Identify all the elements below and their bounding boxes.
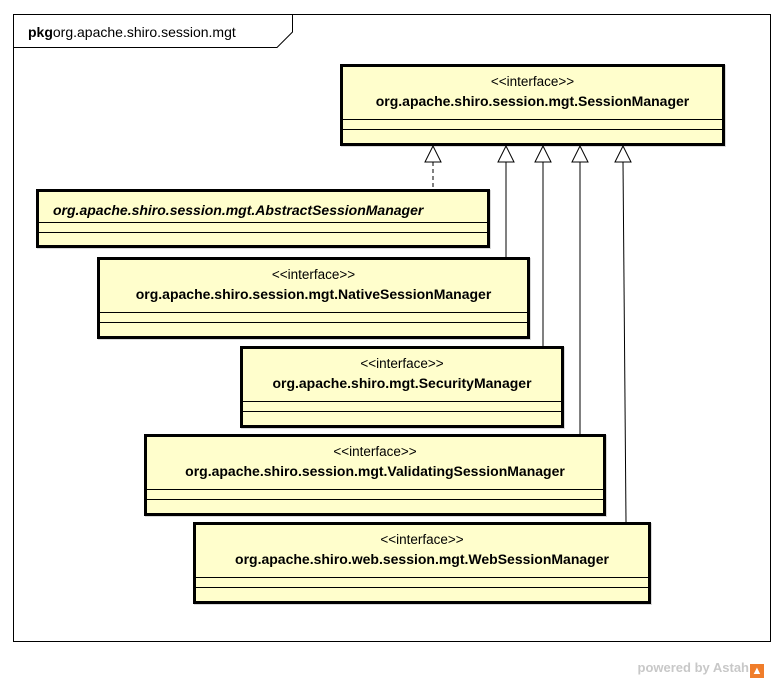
class-name: org.apache.shiro.mgt.SecurityManager <box>272 375 532 391</box>
generalization-arrowhead-native <box>497 144 515 163</box>
class-validating-session-manager[interactable]: <<interface>> org.apache.shiro.session.m… <box>144 434 606 516</box>
package-frame-tab <box>13 14 293 48</box>
operations-compartment <box>147 499 603 500</box>
class-stereotype: <<interface>> <box>380 532 464 547</box>
package-name: org.apache.shiro.session.mgt <box>52 24 236 40</box>
class-session-manager[interactable]: <<interface>> org.apache.shiro.session.m… <box>340 64 725 146</box>
package-label: pkgorg.apache.shiro.session.mgt <box>28 24 236 40</box>
attributes-compartment <box>196 577 648 578</box>
astah-logo-icon: ▲ <box>750 664 764 678</box>
footer-text: powered by Astah <box>637 660 749 675</box>
class-security-manager[interactable]: <<interface>> org.apache.shiro.mgt.Secur… <box>240 346 564 428</box>
package-frame <box>13 14 771 642</box>
class-stereotype: <<interface>> <box>271 267 356 282</box>
class-name: org.apache.shiro.web.session.mgt.WebSess… <box>235 551 609 567</box>
class-stereotype: <<interface>> <box>490 74 575 89</box>
class-name: org.apache.shiro.session.mgt.ValidatingS… <box>185 463 565 479</box>
class-name: org.apache.shiro.session.mgt.SessionMana… <box>375 93 690 109</box>
operations-compartment <box>243 411 561 412</box>
operations-compartment <box>343 129 722 130</box>
powered-by-footer: powered by Astah▲ <box>638 660 764 678</box>
class-abstract-session-manager[interactable]: org.apache.shiro.session.mgt.AbstractSes… <box>36 189 490 248</box>
attributes-compartment <box>147 489 603 490</box>
class-stereotype: <<interface>> <box>333 444 417 459</box>
package-keyword: pkg <box>28 24 53 40</box>
operations-compartment <box>196 587 648 588</box>
class-name: org.apache.shiro.session.mgt.AbstractSes… <box>53 202 424 218</box>
class-stereotype: <<interface>> <box>360 356 444 371</box>
operations-compartment <box>100 322 527 323</box>
attributes-compartment <box>100 312 527 313</box>
class-native-session-manager[interactable]: <<interface>> org.apache.shiro.session.m… <box>97 257 530 339</box>
class-web-session-manager[interactable]: <<interface>> org.apache.shiro.web.sessi… <box>193 522 651 604</box>
generalization-arrowhead-validating <box>571 144 589 163</box>
attributes-compartment <box>243 401 561 402</box>
realization-arrowhead-abstract <box>424 144 442 163</box>
attributes-compartment <box>39 222 487 223</box>
operations-compartment <box>39 232 487 233</box>
generalization-arrowhead-security <box>534 144 552 163</box>
generalization-line-web <box>622 161 627 523</box>
attributes-compartment <box>343 119 722 120</box>
generalization-arrowhead-web <box>614 144 632 163</box>
class-name: org.apache.shiro.session.mgt.NativeSessi… <box>135 286 492 302</box>
